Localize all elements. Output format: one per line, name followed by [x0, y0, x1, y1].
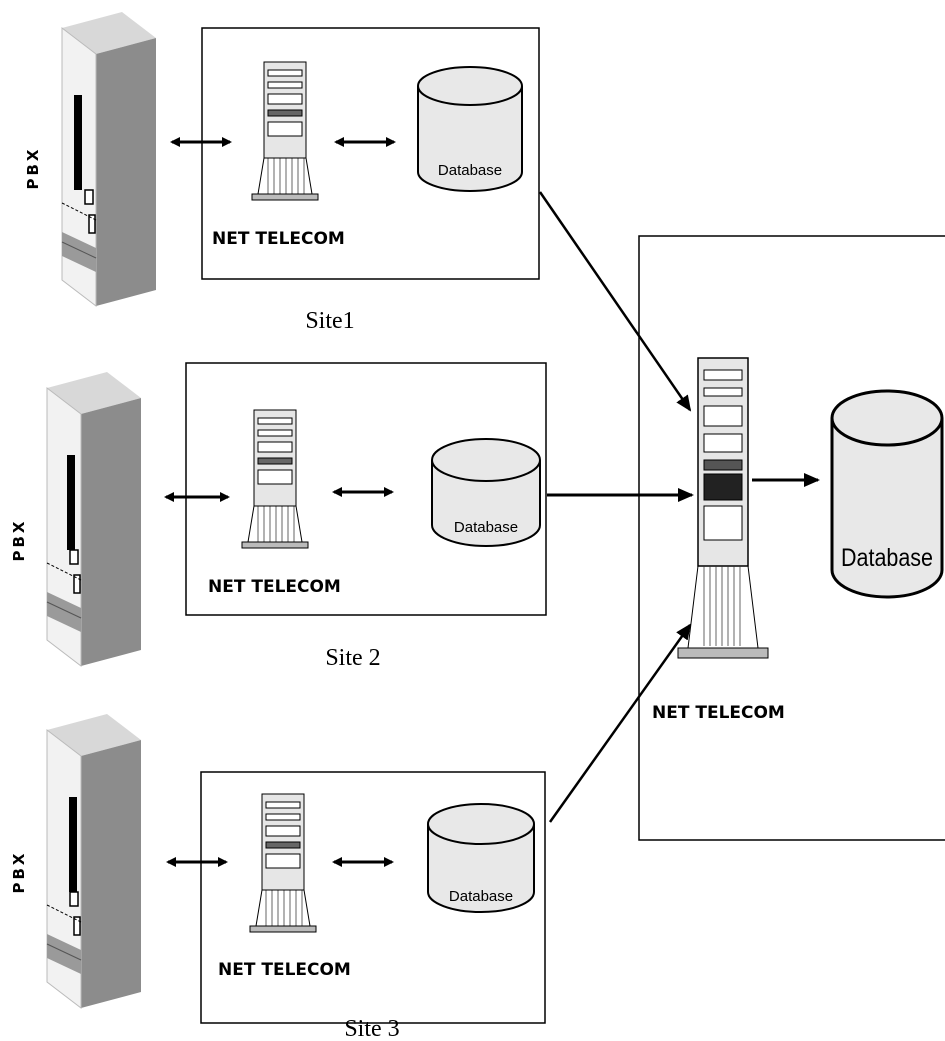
central-server-icon: [677, 357, 769, 659]
central-server-label: NET TELECOM: [652, 703, 785, 723]
pbx-label-2: PBX: [10, 519, 28, 562]
site-caption-1: Site1: [305, 308, 354, 334]
database-label-site-2: Database: [454, 519, 518, 536]
site-caption-3: Site 3: [344, 1016, 399, 1041]
pbx-label-1: PBX: [24, 147, 42, 190]
server-icon-site-1: [251, 61, 319, 201]
central-site-box: [638, 235, 945, 841]
database-icon-site-2: [431, 438, 541, 547]
pbx-cabinet-2: [46, 372, 141, 668]
database-icon-site-3: [427, 803, 535, 913]
server-icon-site-3: [249, 793, 317, 933]
server-label-site-2: NET TELECOM: [208, 577, 341, 597]
connector-site-3-to-central: [548, 623, 692, 823]
database-icon-site-1: [417, 66, 523, 192]
connector-site-1-to-central: [538, 191, 692, 412]
database-label-site-1: Database: [438, 162, 502, 179]
pbx-cabinet-1: [61, 12, 156, 308]
site-caption-2: Site 2: [325, 645, 380, 671]
site-3-box: [200, 771, 546, 1024]
server-label-site-3: NET TELECOM: [218, 960, 351, 980]
pbx-cabinet-3: [46, 714, 141, 1010]
site-2-box: [185, 362, 547, 616]
database-label-site-3: Database: [449, 888, 513, 905]
pbx-label-3: PBX: [10, 851, 28, 894]
server-icon-site-2: [241, 409, 309, 549]
central-database-label: Database: [841, 544, 933, 572]
central-database-icon: [830, 389, 944, 599]
site-1-box: [201, 27, 540, 280]
server-label-site-1: NET TELECOM: [212, 229, 345, 249]
